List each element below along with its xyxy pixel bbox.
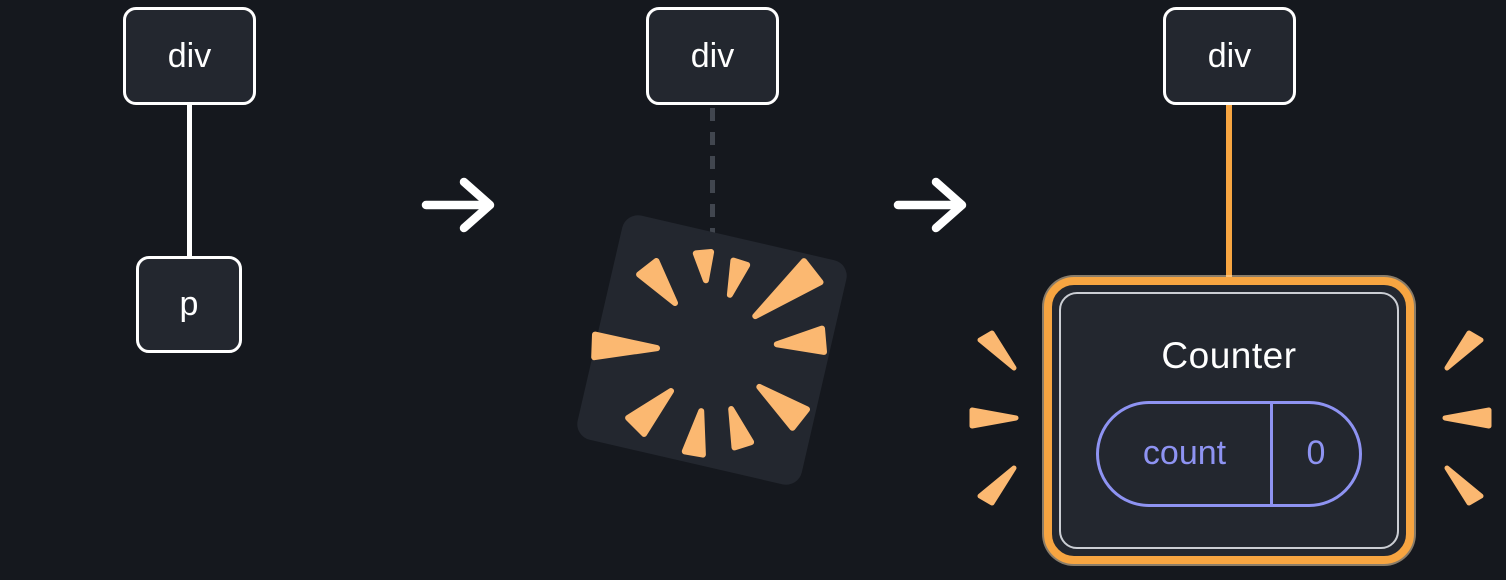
state-key: count [1142, 434, 1227, 472]
dashed-edge [710, 108, 715, 246]
burst-ray [692, 249, 715, 284]
counter-component-inner: Counter count 0 [1059, 292, 1399, 549]
poof-burst-icon [577, 215, 847, 485]
dom-node-label: div [167, 36, 212, 75]
dom-node-p: p [136, 256, 242, 353]
state-pill: count 0 [1096, 400, 1362, 507]
sparkle [977, 330, 1017, 371]
emphasis-sparkles-icon [1442, 330, 1492, 506]
right-arrow-icon [421, 177, 495, 233]
right-arrow-icon [893, 177, 967, 233]
burst-ray [752, 258, 824, 320]
burst-square [577, 215, 847, 485]
dom-node-label: div [1207, 36, 1252, 75]
burst-ray [756, 383, 810, 431]
state-value: 0 [1306, 434, 1326, 472]
burst-rays [591, 249, 827, 458]
sparkle [1442, 407, 1492, 429]
sparkle [1444, 330, 1484, 371]
burst-ray [625, 388, 674, 437]
dom-node-div: div [123, 7, 256, 105]
counter-component-box: Counter count 0 [1044, 277, 1414, 564]
dom-node-div: div [1163, 7, 1296, 105]
dom-node-label: p [179, 285, 199, 323]
sparkle [1444, 465, 1484, 506]
burst-ray [728, 406, 755, 451]
emphasis-sparkles-icon [969, 330, 1019, 506]
sparkle [969, 407, 1019, 429]
burst-ray [591, 331, 660, 361]
root-edge [1226, 50, 1232, 285]
component-title: Counter [1161, 334, 1297, 376]
pill-divider [1270, 403, 1273, 504]
burst-ray [726, 257, 751, 298]
burst-ray [636, 258, 678, 306]
sparkle [977, 465, 1017, 506]
burst-ray [681, 408, 706, 458]
dom-node-label: div [690, 36, 735, 75]
tree-edge [187, 50, 192, 300]
burst-ray [773, 325, 827, 355]
dom-node-div: div [646, 7, 779, 105]
